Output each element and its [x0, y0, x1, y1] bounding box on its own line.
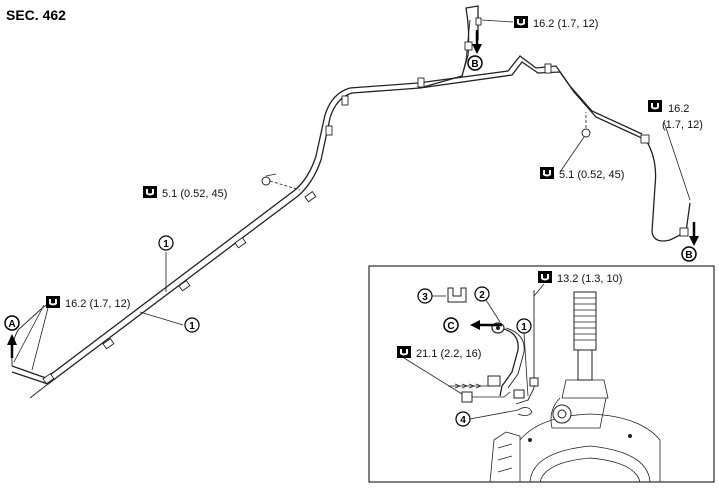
torque-icon: [514, 16, 528, 28]
part-number-2: 2: [474, 286, 501, 323]
torque-spec-inset-left: 21.1 (2.2, 16): [416, 348, 481, 360]
inset-detail: C 13.2 (1.3, 10) 21.1 (2.2, 16) 3 2 1 4: [368, 265, 715, 483]
inset-brake-tube: [448, 290, 539, 416]
svg-text:1: 1: [163, 239, 169, 250]
part-number-3: 3: [417, 288, 446, 304]
svg-text:B: B: [471, 59, 478, 70]
tube-clips: [42, 17, 689, 385]
torque-spec-mid-left: 5.1 (0.52, 45): [162, 188, 227, 200]
leader-lines: [13, 19, 691, 371]
torque-spec-right-line1: 16.2: [668, 103, 689, 115]
svg-text:4: 4: [460, 415, 466, 426]
brake-rotor: [489, 404, 661, 483]
view-marker-b-right: B: [681, 246, 697, 262]
view-marker-c: C: [443, 317, 459, 333]
svg-text:1: 1: [521, 322, 527, 333]
view-marker-a: A: [4, 315, 20, 331]
torque-spec-right-line2: (1.7, 12): [662, 119, 703, 131]
torque-icon: [538, 271, 552, 283]
torque-icon: [143, 186, 157, 198]
lock-plate: [447, 287, 467, 303]
part-number-4: 4: [455, 409, 519, 427]
clip-bolts: [261, 112, 591, 191]
torque-icon: [648, 100, 662, 112]
strut-assembly: [550, 291, 609, 429]
svg-text:A: A: [8, 319, 15, 330]
torque-icon: [540, 167, 554, 179]
brake-tube-front-loop: [419, 5, 479, 89]
section-title: SEC. 462: [6, 7, 66, 23]
svg-text:3: 3: [422, 292, 428, 303]
torque-spec-left: 16.2 (1.7, 12): [65, 298, 130, 310]
svg-text:2: 2: [479, 290, 485, 301]
svg-text:C: C: [447, 321, 454, 332]
part-number-1-inset: 1: [516, 318, 532, 397]
direction-arrow-c: [470, 320, 502, 330]
torque-icon: [46, 296, 60, 308]
torque-icon: [397, 346, 411, 358]
part-number-1-top: 1: [158, 235, 174, 251]
torque-spec-inset-top: 13.2 (1.3, 10): [557, 273, 622, 285]
torque-spec-mid-right: 5.1 (0.52, 45): [559, 169, 624, 181]
torque-spec-top-right: 16.2 (1.7, 12): [533, 18, 598, 30]
view-marker-b-top: B: [467, 55, 483, 71]
part-number-1-bottom: 1: [184, 317, 200, 333]
svg-text:1: 1: [189, 321, 195, 332]
direction-arrows: [7, 30, 699, 358]
svg-text:B: B: [685, 250, 692, 261]
